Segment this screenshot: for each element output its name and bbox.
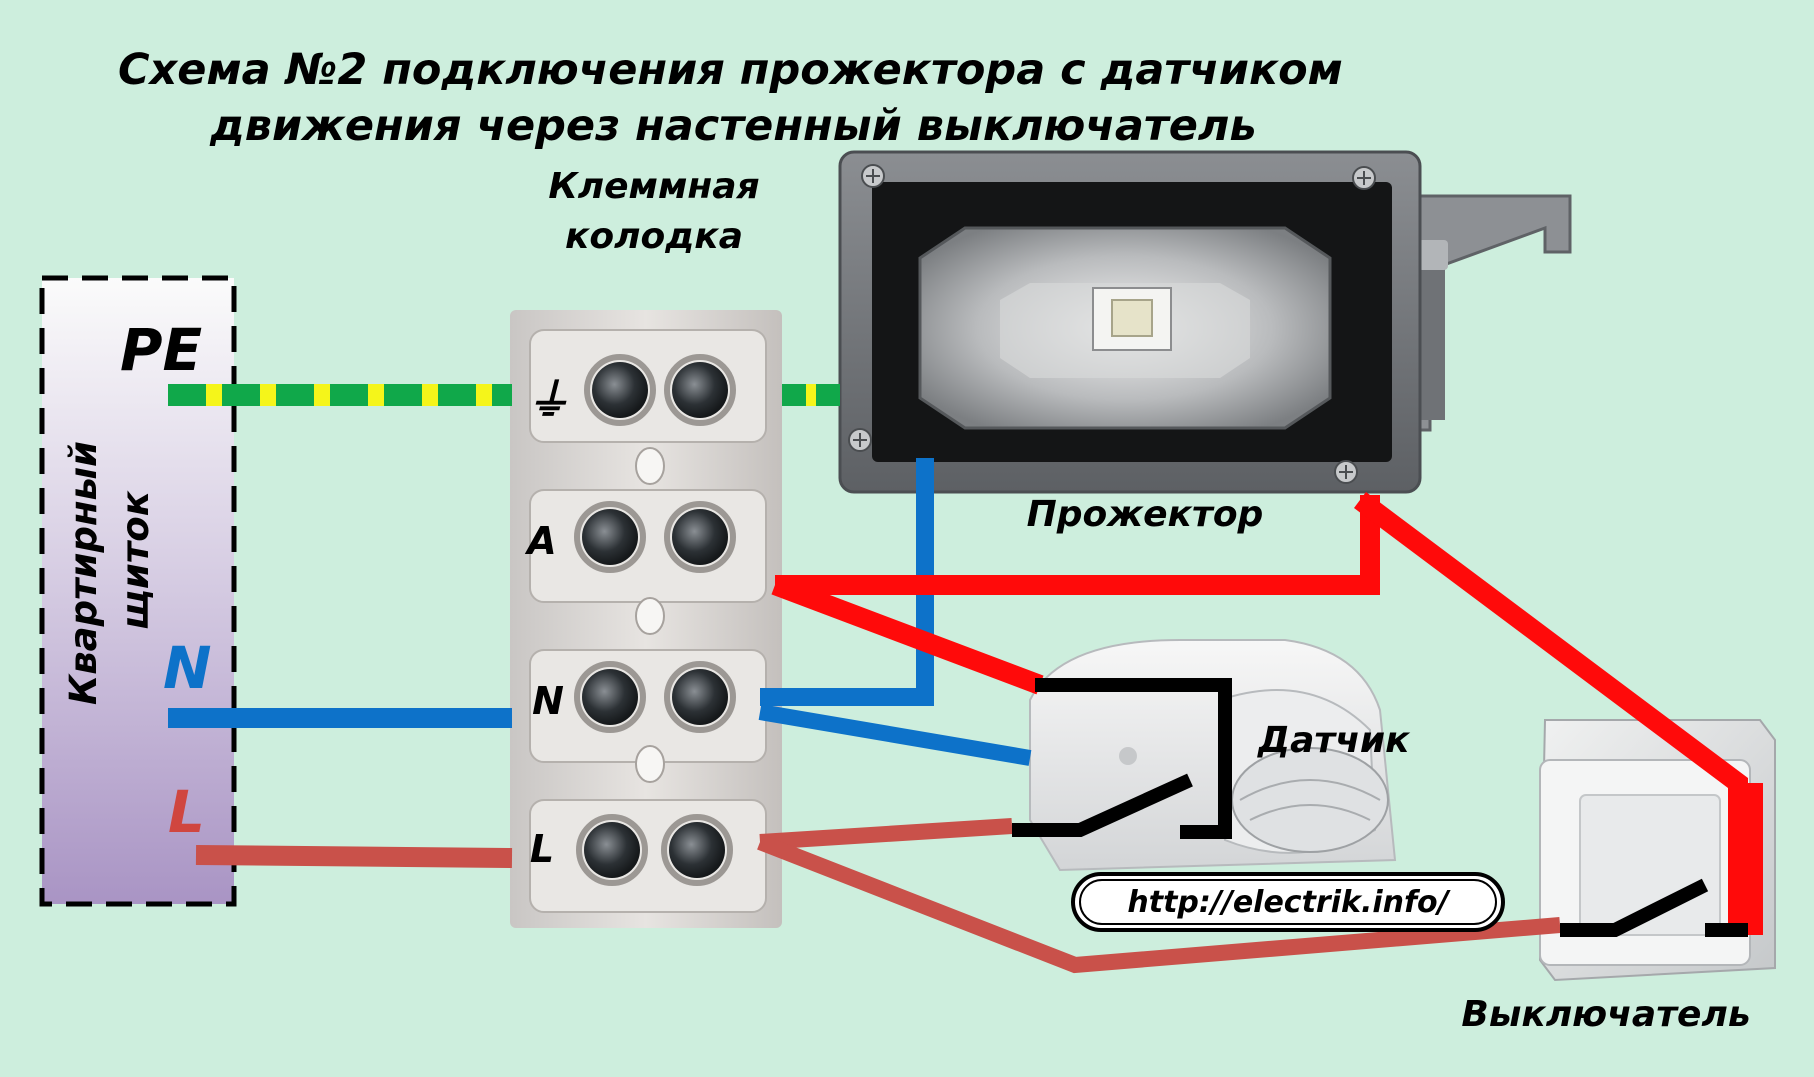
line-wire-switch <box>757 834 1561 974</box>
apartment-panel <box>39 275 237 907</box>
switched-wire-switch <box>1354 491 1748 935</box>
terminal-ground-symbol: ⏚ <box>526 375 570 426</box>
panel-label-line-1: Квартирный <box>62 441 105 705</box>
floodlight <box>838 150 1572 494</box>
website-badge <box>1071 872 1505 932</box>
terminal-block <box>510 310 782 928</box>
line-wire-panel <box>195 845 513 868</box>
terminal-a-label: A <box>524 519 556 563</box>
title-line-2: движения через настенный выключатель <box>209 101 1257 151</box>
switched-wire-sensor <box>771 575 1044 695</box>
sensor-contact <box>1012 678 1232 839</box>
panel-n-label: N <box>163 634 212 702</box>
panel-l-label: L <box>168 778 205 846</box>
terminal-n-label: N <box>532 679 564 723</box>
panel-pe-label: PE <box>120 316 202 384</box>
switched-wire-floodlight <box>775 495 1380 595</box>
terminal-block-label-1: Клеммная <box>548 166 759 207</box>
line-wire-sensor <box>759 818 1013 850</box>
neutral-wire-sensor <box>758 704 1032 766</box>
panel-label-line-2: щиток <box>114 490 157 630</box>
terminal-block-label-2: колодка <box>565 216 743 257</box>
terminal-l-label: L <box>530 827 554 871</box>
wall-switch <box>1538 719 1776 982</box>
neutral-wire-floodlight <box>760 458 934 706</box>
sensor-label: Датчик <box>1257 720 1411 761</box>
terminal-screws <box>574 354 736 886</box>
switch-contact <box>1560 878 1748 937</box>
title-line-1: Схема №2 подключения прожектора с датчик… <box>118 45 1343 95</box>
wires <box>168 384 1763 974</box>
website-text: http://electrik.info/ <box>1127 885 1451 920</box>
floodlight-label: Прожектор <box>1027 494 1264 535</box>
floodlight-screws <box>848 164 1376 484</box>
switch-label: Выключатель <box>1461 994 1750 1035</box>
